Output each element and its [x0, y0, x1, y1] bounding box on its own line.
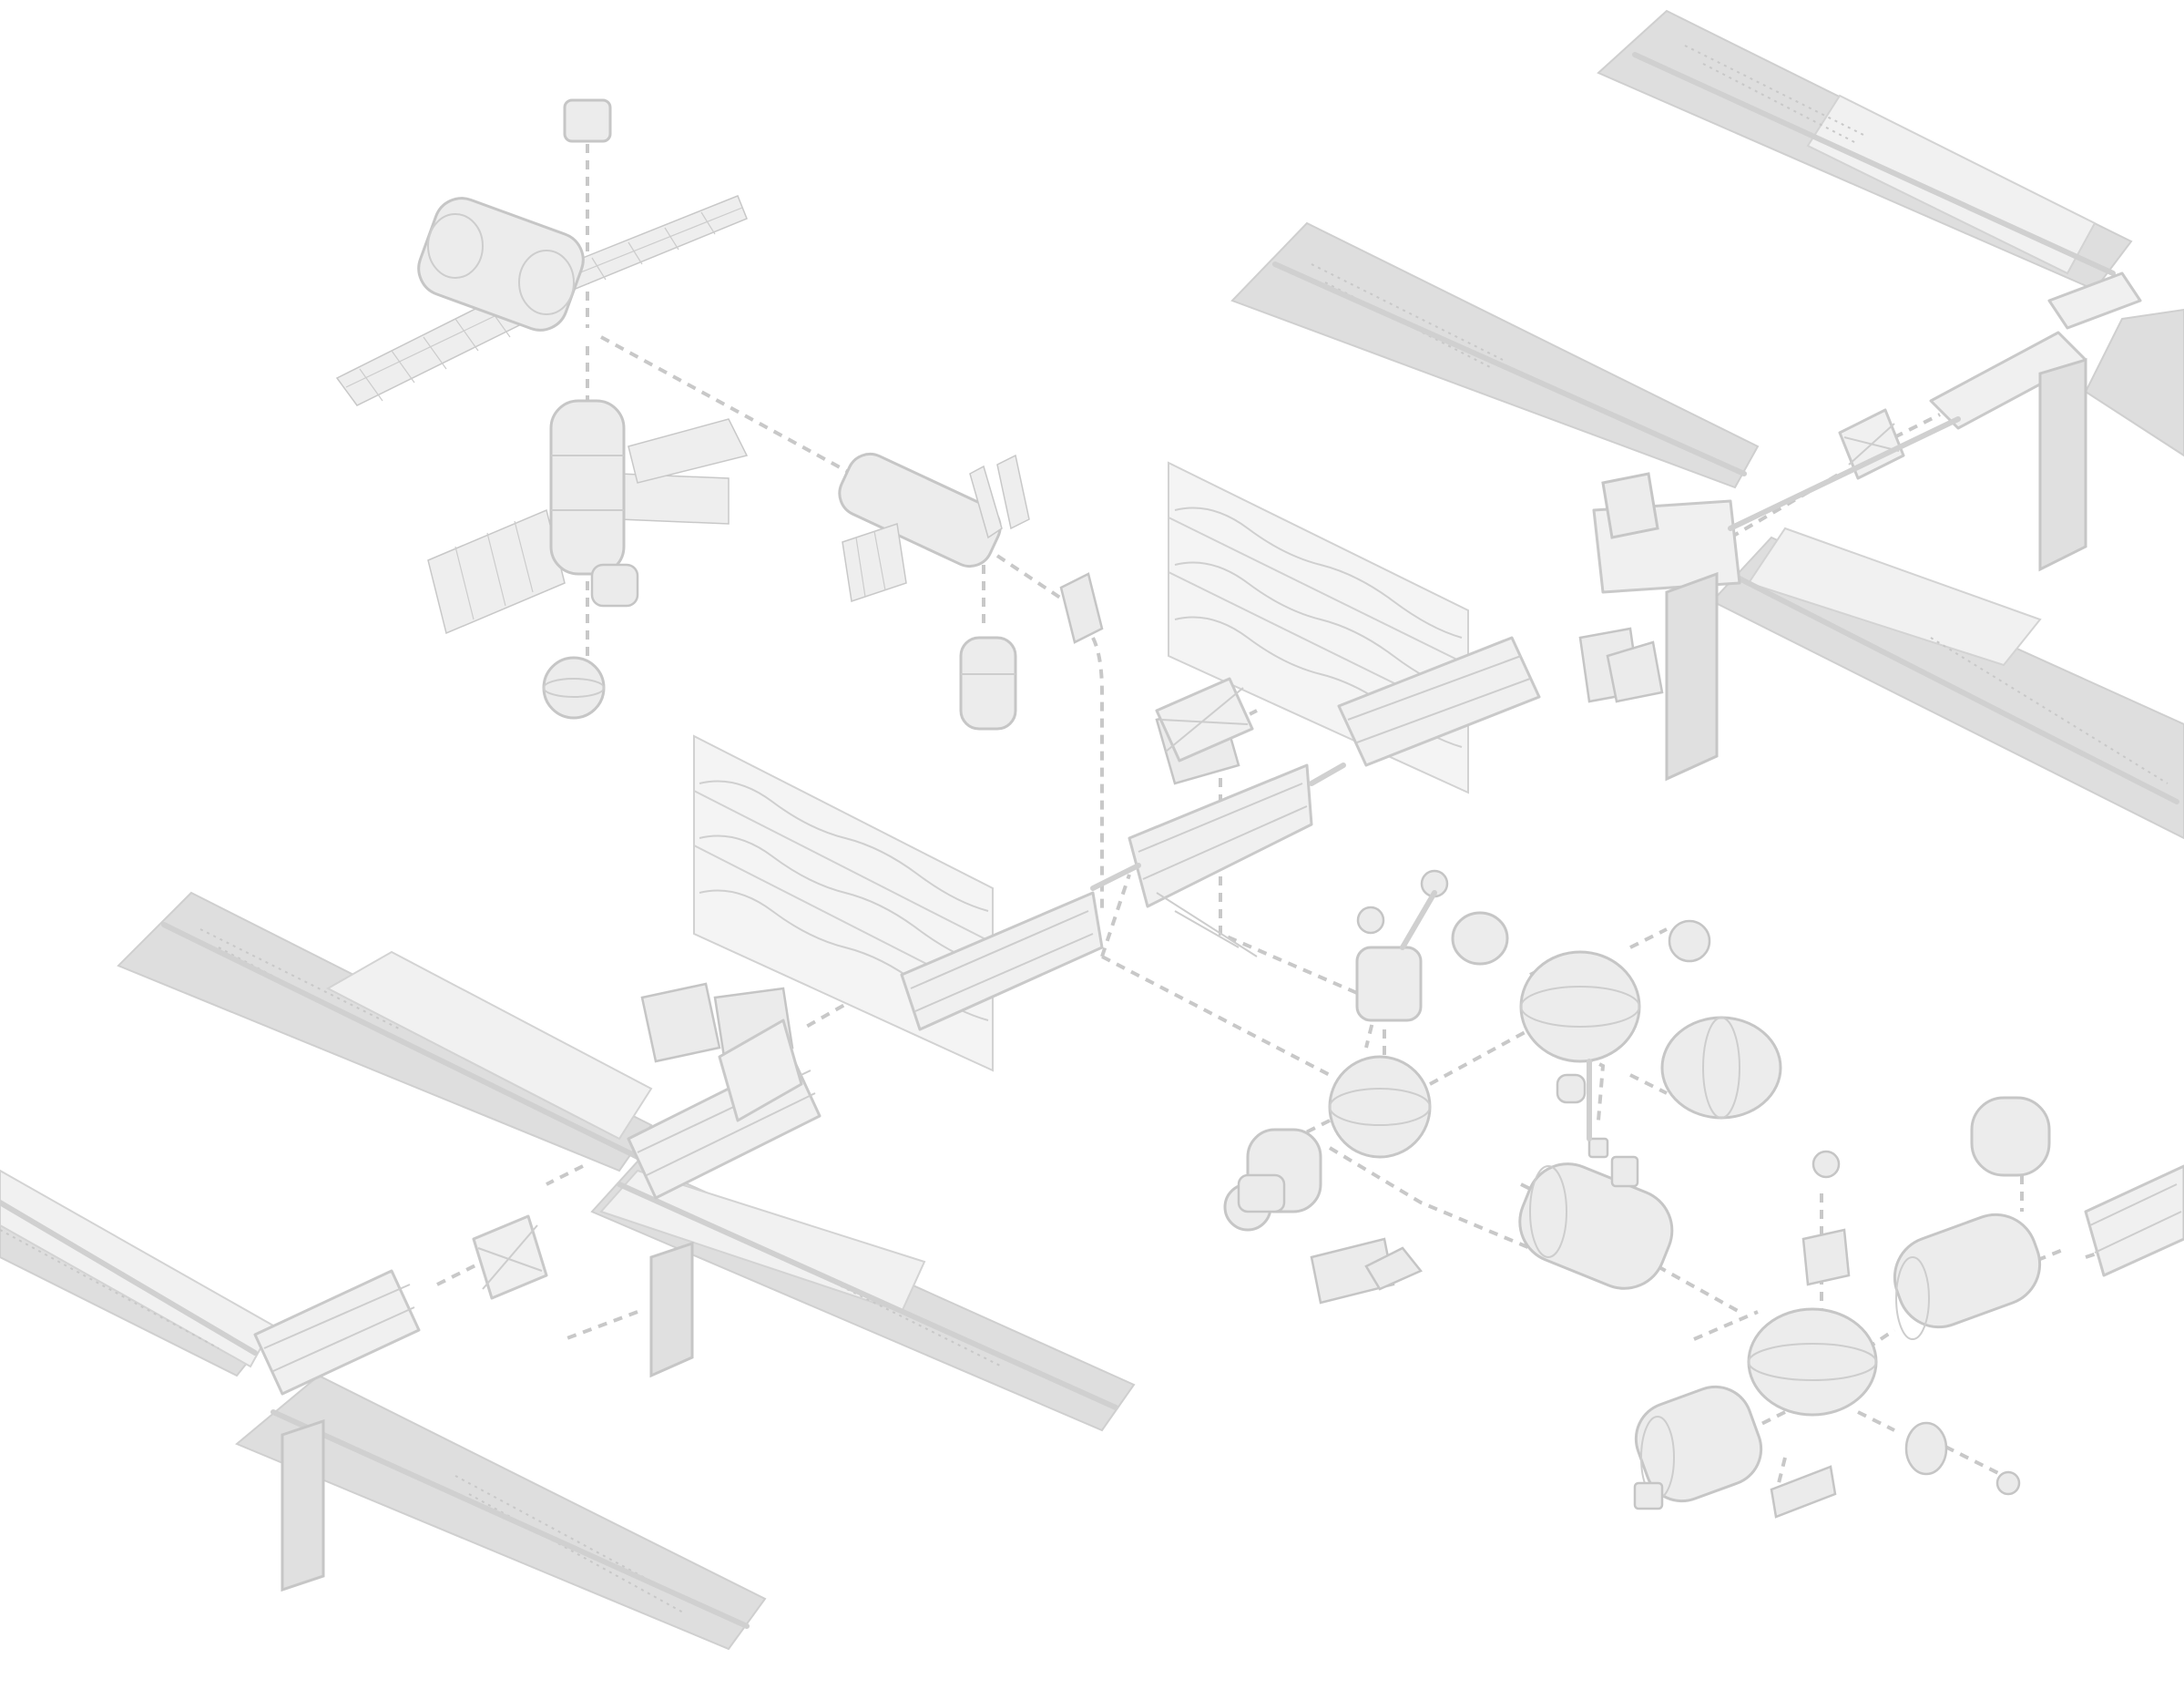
- solar-array-wing: [325, 950, 653, 1141]
- connector-line: [1101, 955, 1331, 1077]
- truss-segment: [253, 1269, 421, 1396]
- solar-array-wing: [1747, 527, 2042, 667]
- radiator-panel: [281, 1418, 325, 1592]
- pressurized-module: [1970, 1096, 2051, 1177]
- equipment-box: [640, 982, 721, 1063]
- logistics-carrier: [1364, 1246, 1423, 1291]
- connector-line: [1629, 1073, 1668, 1095]
- connector-line: [1893, 413, 1941, 439]
- solar-panel: [427, 508, 566, 635]
- node-module-lower: [1747, 1307, 1878, 1417]
- cupola-assembly: [1355, 869, 1449, 1022]
- docking-adapter: [1904, 1421, 1948, 1476]
- inflatable-module: [1451, 911, 1509, 966]
- storage-tank: [1237, 1173, 1286, 1213]
- connector-line: [546, 1164, 584, 1186]
- docking-adapter: [1995, 1470, 2021, 1496]
- exposed-facility: [1770, 1465, 1837, 1519]
- module-body: [1634, 1385, 1763, 1503]
- node-module-right: [1519, 950, 1641, 1063]
- solar-array-upper-right: [1597, 9, 2133, 292]
- equipment-box: [1606, 640, 1664, 703]
- connector-line: [564, 1310, 638, 1341]
- solar-panel: [996, 454, 1030, 530]
- truss-segment: [1337, 636, 1541, 767]
- truss-segment: [2047, 271, 2142, 330]
- truss-mid-right-structures: [1155, 640, 1664, 763]
- connector-line: [1657, 1264, 1740, 1314]
- solar-panel: [842, 523, 907, 602]
- equipment-box: [1587, 1137, 1609, 1159]
- airlock-module: [1223, 1128, 1322, 1232]
- node-body: [1747, 1307, 1878, 1417]
- logistics-carrier: [1310, 1237, 1395, 1305]
- solar-panel: [628, 418, 749, 484]
- lab-module-right: [1660, 1016, 1782, 1120]
- connector-line: [1774, 1457, 1787, 1495]
- node-sphere: [542, 656, 606, 720]
- connector-line: [1429, 1028, 1531, 1086]
- node-body: [1519, 950, 1641, 1063]
- connector-line: [600, 335, 852, 476]
- connector-line: [1091, 637, 1104, 911]
- solar-array-mid-right: [1230, 221, 1760, 489]
- equipment-box: [1633, 1481, 1664, 1510]
- radiator-panel: [2038, 357, 2087, 572]
- connector-line: [1100, 874, 1131, 957]
- docking-adapter: [1811, 1150, 1841, 1179]
- solar-array-wing: [1806, 94, 2097, 275]
- truss-segment: [718, 1019, 803, 1122]
- solar-panel: [618, 473, 730, 525]
- airlock: [590, 563, 639, 608]
- solar-array-bottom: [235, 1374, 767, 1651]
- docking-module: [563, 98, 612, 143]
- equipment-box: [1610, 1155, 1639, 1188]
- connector-line: [1930, 1438, 2005, 1478]
- pressurized-module: [1355, 946, 1423, 1022]
- connector-line: [1693, 1310, 1759, 1341]
- cupola-body: [1801, 1228, 1851, 1286]
- antenna-dish: [1356, 906, 1385, 935]
- module-body: [1893, 1213, 2042, 1329]
- service-module: [335, 195, 748, 406]
- module-body: [1518, 1162, 1674, 1290]
- solar-array-left-middle: [590, 1160, 1136, 1432]
- truss-segment: [1128, 763, 1313, 908]
- truss-left: [253, 982, 822, 1396]
- solar-array-left-upper: [117, 891, 653, 1172]
- radiator-panel: [1665, 571, 1719, 782]
- solar-panel: [969, 465, 1003, 539]
- columbus-module: [1893, 1213, 2042, 1340]
- solar-array-wing: [599, 1169, 926, 1314]
- pressurized-module: [549, 399, 626, 576]
- pump-module: [1601, 472, 1659, 539]
- functional-cargo-block: [427, 399, 749, 635]
- node-module: [1328, 1055, 1432, 1159]
- lab-module: [1518, 1162, 1674, 1290]
- radiator-panel: [649, 1241, 694, 1378]
- multipurpose-lab-module: [838, 452, 1030, 602]
- us-segment-modules: [1223, 869, 2184, 1519]
- connector-line: [1857, 1410, 1895, 1432]
- pressurized-module: [417, 197, 585, 332]
- connector-line: [995, 554, 1067, 603]
- connector-line: [1629, 927, 1668, 949]
- docking-adapter: [1668, 919, 1711, 963]
- solar-array-lower-left: [0, 1169, 275, 1377]
- pressurized-module: [959, 636, 1017, 731]
- solar-array-wing: [0, 1169, 275, 1368]
- solar-array-right-edge: [1710, 308, 2184, 840]
- cupola-lower: [1801, 1150, 1851, 1286]
- connector-line: [1328, 1146, 1531, 1250]
- truss-upper-right: [1578, 271, 2142, 782]
- module-body: [1660, 1016, 1782, 1120]
- solar-array-wing: [2084, 308, 2184, 457]
- pressurized-module: [838, 452, 1002, 568]
- russian-segment: [335, 98, 1104, 731]
- docking-adapter: [1556, 1073, 1587, 1104]
- robotic-arm: [1059, 572, 1104, 644]
